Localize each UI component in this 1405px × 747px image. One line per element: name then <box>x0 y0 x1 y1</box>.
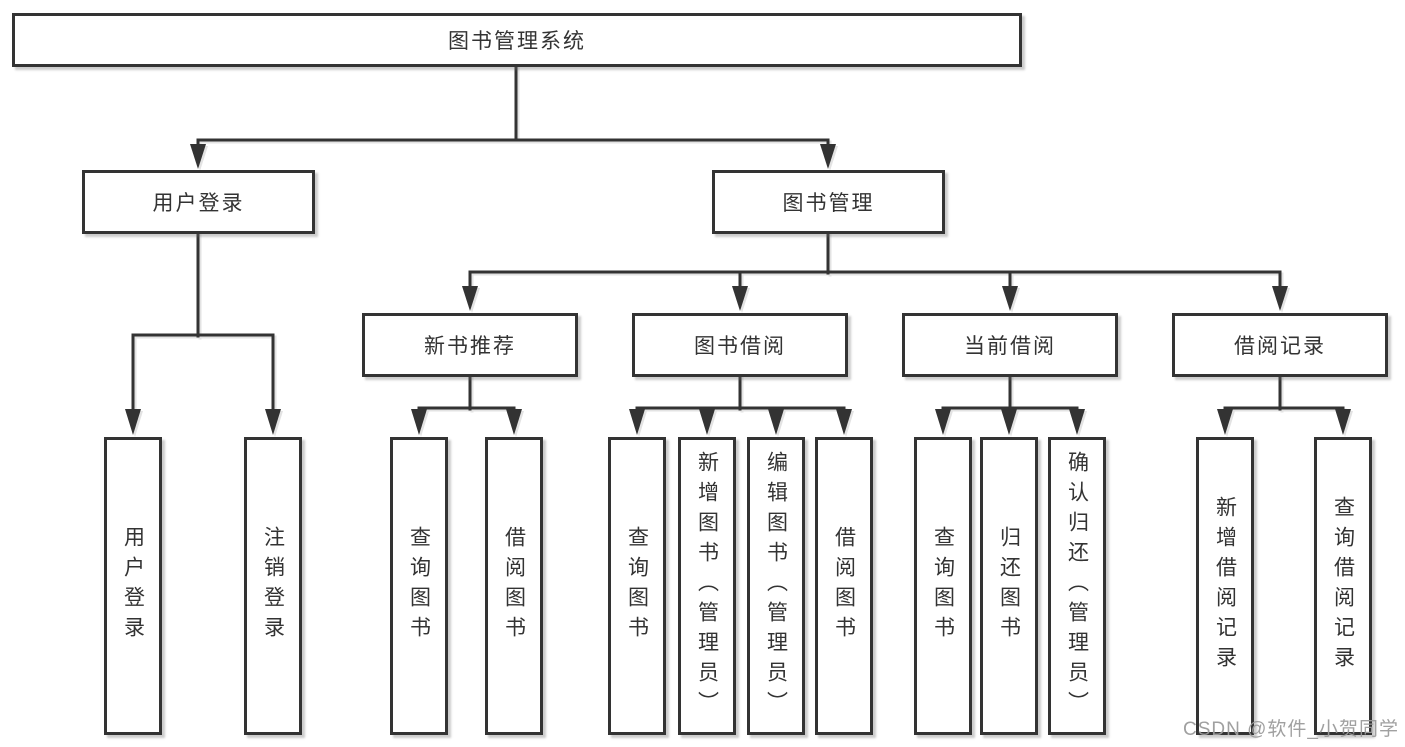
leaf-query-books-current-label: 查询图书 <box>931 526 955 646</box>
leaf-query-books-recommend-label: 查询图书 <box>407 526 431 646</box>
leaf-edit-books-admin: 编辑图书（管理员） <box>747 437 805 735</box>
leaf-add-books-admin-label: 新增图书（管理员） <box>695 451 719 721</box>
leaf-query-books-current: 查询图书 <box>914 437 972 735</box>
leaf-logout-login-label: 注销登录 <box>261 526 285 646</box>
leaf-borrow-books: 借阅图书 <box>815 437 873 735</box>
node-root-system: 图书管理系统 <box>12 13 1022 67</box>
node-borrow-records-label: 借阅记录 <box>1234 335 1326 358</box>
leaf-borrow-books-label: 借阅图书 <box>832 526 856 646</box>
leaf-query-books-recommend: 查询图书 <box>390 437 448 735</box>
node-current-borrow-label: 当前借阅 <box>964 335 1056 358</box>
leaf-confirm-return-admin-label: 确认归还（管理员） <box>1065 451 1089 721</box>
leaf-add-borrow-record: 新增借阅记录 <box>1196 437 1254 735</box>
csdn-watermark: CSDN @软件_小贺同学 <box>1183 719 1399 740</box>
node-borrow-records: 借阅记录 <box>1172 313 1388 377</box>
leaf-query-borrow-record-label: 查询借阅记录 <box>1331 496 1355 676</box>
node-book-management: 图书管理 <box>712 170 945 234</box>
leaf-confirm-return-admin: 确认归还（管理员） <box>1048 437 1106 735</box>
node-user-login-label: 用户登录 <box>152 192 245 215</box>
node-current-borrow: 当前借阅 <box>902 313 1118 377</box>
node-user-login: 用户登录 <box>82 170 315 234</box>
leaf-return-books: 归还图书 <box>980 437 1038 735</box>
leaf-user-login: 用户登录 <box>104 437 162 735</box>
leaf-user-login-label: 用户登录 <box>121 526 145 646</box>
leaf-query-books-borrow-label: 查询图书 <box>625 526 649 646</box>
leaf-query-borrow-record: 查询借阅记录 <box>1314 437 1372 735</box>
leaf-add-books-admin: 新增图书（管理员） <box>678 437 736 735</box>
node-book-borrow: 图书借阅 <box>632 313 848 377</box>
leaf-query-books-borrow: 查询图书 <box>608 437 666 735</box>
leaf-return-books-label: 归还图书 <box>997 526 1021 646</box>
node-book-borrow-label: 图书借阅 <box>694 335 786 358</box>
node-book-management-label: 图书管理 <box>782 192 875 215</box>
leaf-edit-books-admin-label: 编辑图书（管理员） <box>764 451 788 721</box>
node-new-book-recommend-label: 新书推荐 <box>424 335 516 358</box>
leaf-borrow-books-recommend-label: 借阅图书 <box>502 526 526 646</box>
node-root-label: 图书管理系统 <box>448 30 586 53</box>
leaf-logout-login: 注销登录 <box>244 437 302 735</box>
leaf-borrow-books-recommend: 借阅图书 <box>485 437 543 735</box>
node-new-book-recommend: 新书推荐 <box>362 313 578 377</box>
leaf-add-borrow-record-label: 新增借阅记录 <box>1213 496 1237 676</box>
